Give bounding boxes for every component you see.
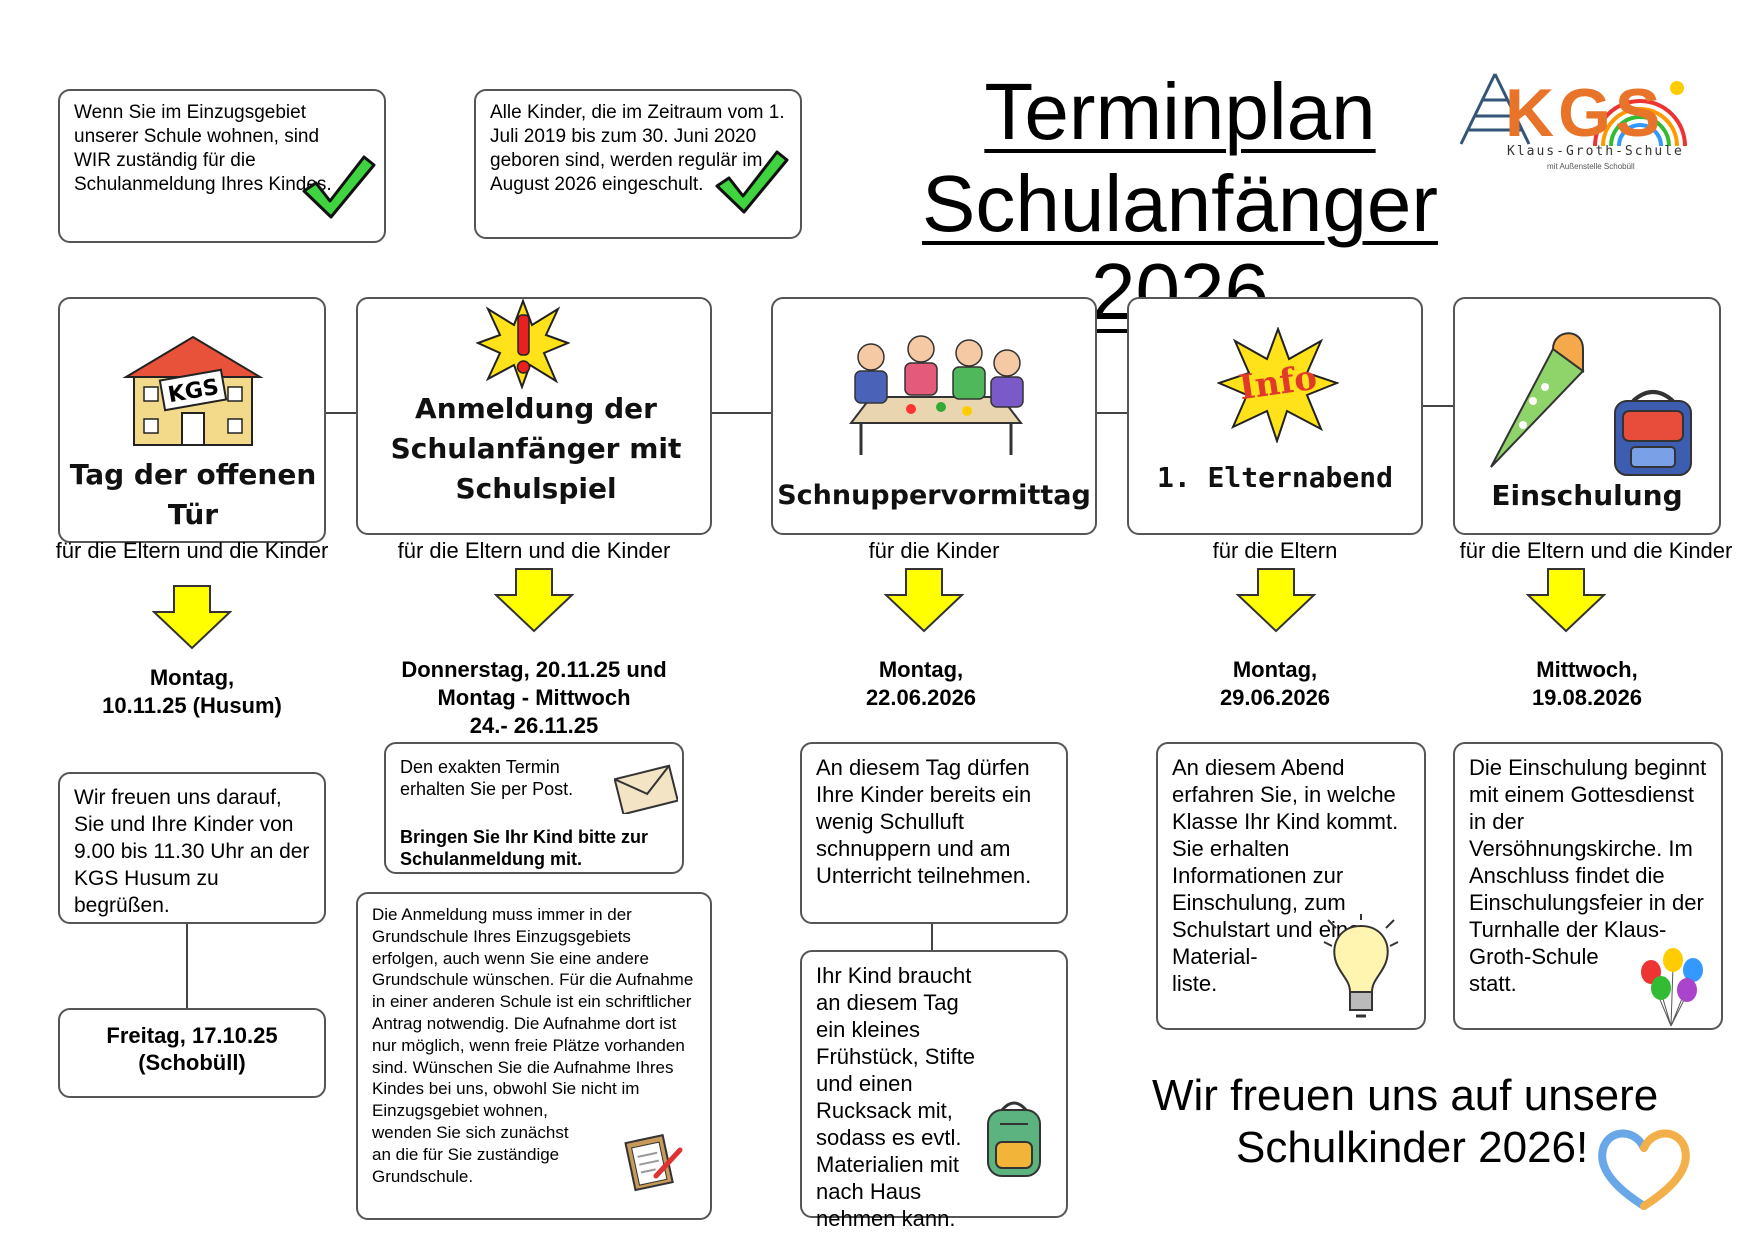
step-date: Montag, 22.06.2026 [865,657,977,710]
note-birthdates-text: Alle Kinder, die im Zeitraum vom 1. Juli… [490,102,785,195]
down-arrow-icon [1236,568,1316,633]
down-arrow-icon [494,568,574,633]
school-cone-icon [1490,332,1585,468]
welcome-box: Wir freuen uns darauf, Sie und Ihre Kind… [58,772,326,924]
children-at-table-icon [848,335,1024,455]
heart-icon [1598,1129,1690,1210]
closing-message: Wir freuen uns auf unsere Schulkinder 20… [1130,1070,1690,1174]
checkmark-icon [302,155,376,219]
step-title: 1. Elternabend [1156,461,1393,494]
connector-line [186,924,188,1008]
note-catchment-text: Wenn Sie im Einzugsgebiet unserer Schule… [74,102,332,195]
connector-line [711,412,771,414]
schobuell-date-box: Freitag, 17.10.25 (Schobüll) [58,1008,326,1098]
connector-line [1421,405,1453,407]
page-title: Terminplan Schulanfänger 2026 [840,68,1520,336]
lightbulb-icon [1323,914,1399,1018]
post-notice-bold: Bringen Sie Ihr Kind bitte zur Schulanme… [400,827,649,869]
post-notice-text: Den exakten Termin erhalten Sie per Post… [400,757,574,799]
step-audience: für die Eltern [1212,538,1338,563]
down-arrow-icon [1526,568,1606,633]
exclamation-burst-icon [476,299,570,389]
school-logo: KGS Klaus-Groth-Schule mit Außenstelle S… [1455,68,1695,178]
rainbow-icon [1593,81,1687,146]
connector-line [324,412,356,414]
connector-line [931,924,933,950]
step-card-open-day: KGS Tag der offenen Tür [58,297,326,543]
logo-caption: Klaus-Groth-Schule [1507,144,1684,159]
step-title: Tag der offenen Tür [69,458,317,531]
note-catchment: Wenn Sie im Einzugsgebiet unserer Schule… [58,89,386,243]
step-title: Einschulung [1491,479,1683,512]
info-burst-icon [1217,327,1339,443]
trial-info-box: An diesem Tag dürfen Ihre Kinder bereits… [800,742,1068,924]
step-audience: für die Kinder [868,538,1000,563]
step-date: Donnerstag, 20.11.25 und Montag - Mittwo… [401,657,667,738]
trial-info-text: An diesem Tag dürfen Ihre Kinder bereits… [816,755,1032,888]
registration-info-box: Die Anmeldung muss immer in der Grundsch… [356,892,712,1220]
step-card-registration: Anmeldung der Schulanfänger mit Schulspi… [356,297,712,535]
step-audience: für die Eltern und die Kinder [1459,538,1733,563]
enrolment-info-box: Die Einschulung beginnt mit einem Gottes… [1453,742,1723,1030]
parents-evening-info-text: An diesem Abend erfahren Sie, in welche … [1172,755,1399,996]
logo-sub: mit Außenstelle Schobüll [1547,162,1635,171]
climbing-frame-icon [1459,73,1531,145]
note-birthdates: Alle Kinder, die im Zeitraum vom 1. Juli… [474,89,802,239]
envelope-icon [614,764,678,814]
step-card-parents-evening: Info 1. Elternabend [1127,297,1423,535]
step-date: Montag, 10.11.25 (Husum) [102,665,282,718]
enrolment-info-text: Die Einschulung beginnt mit einem Gottes… [1469,755,1707,996]
step-audience: für die Eltern und die Kinder [397,538,671,563]
welcome-text: Wir freuen uns darauf, Sie und Ihre Kind… [74,786,310,917]
post-notice-box: Den exakten Termin erhalten Sie per Post… [384,742,684,874]
step-date: Mittwoch, 19.08.2026 [1531,657,1643,710]
step-title: Schnuppervormittag [777,480,1091,511]
backpack-icon [987,1101,1041,1177]
balloons-icon [1641,948,1703,1027]
title-line1: Terminplan [984,67,1376,156]
step-title: Anmeldung der Schulanfänger mit Schulspi… [390,392,682,505]
school-building-icon [122,335,264,446]
down-arrow-icon [152,585,232,650]
connector-line [1096,412,1128,414]
closing-line1: Wir freuen uns auf unsere [1152,1071,1659,1120]
step-card-enrolment: Einschulung [1453,297,1721,535]
trial-supplies-box: Ihr Kind braucht an diesem Tag ein klein… [800,950,1068,1231]
step-card-trial-morning: Schnuppervormittag [771,297,1097,535]
schobuell-date: Freitag, 17.10.25 (Schobüll) [106,1023,278,1075]
trial-supplies-text: Ihr Kind braucht an diesem Tag ein klein… [816,963,975,1231]
checkmark-icon [715,150,789,214]
registration-info-text: Die Anmeldung muss immer in der Grundsch… [372,905,694,1186]
closing-line2: Schulkinder 2026! [1236,1123,1589,1172]
step-date: Montag, 29.06.2026 [1219,657,1331,710]
down-arrow-icon [884,568,964,633]
logo-letters: KGS [1505,75,1665,151]
school-bag-icon [1614,390,1692,476]
parents-evening-info-box: An diesem Abend erfahren Sie, in welche … [1156,742,1426,1030]
step-audience: für die Eltern und die Kinder [55,538,329,563]
clipboard-icon [624,1134,683,1192]
